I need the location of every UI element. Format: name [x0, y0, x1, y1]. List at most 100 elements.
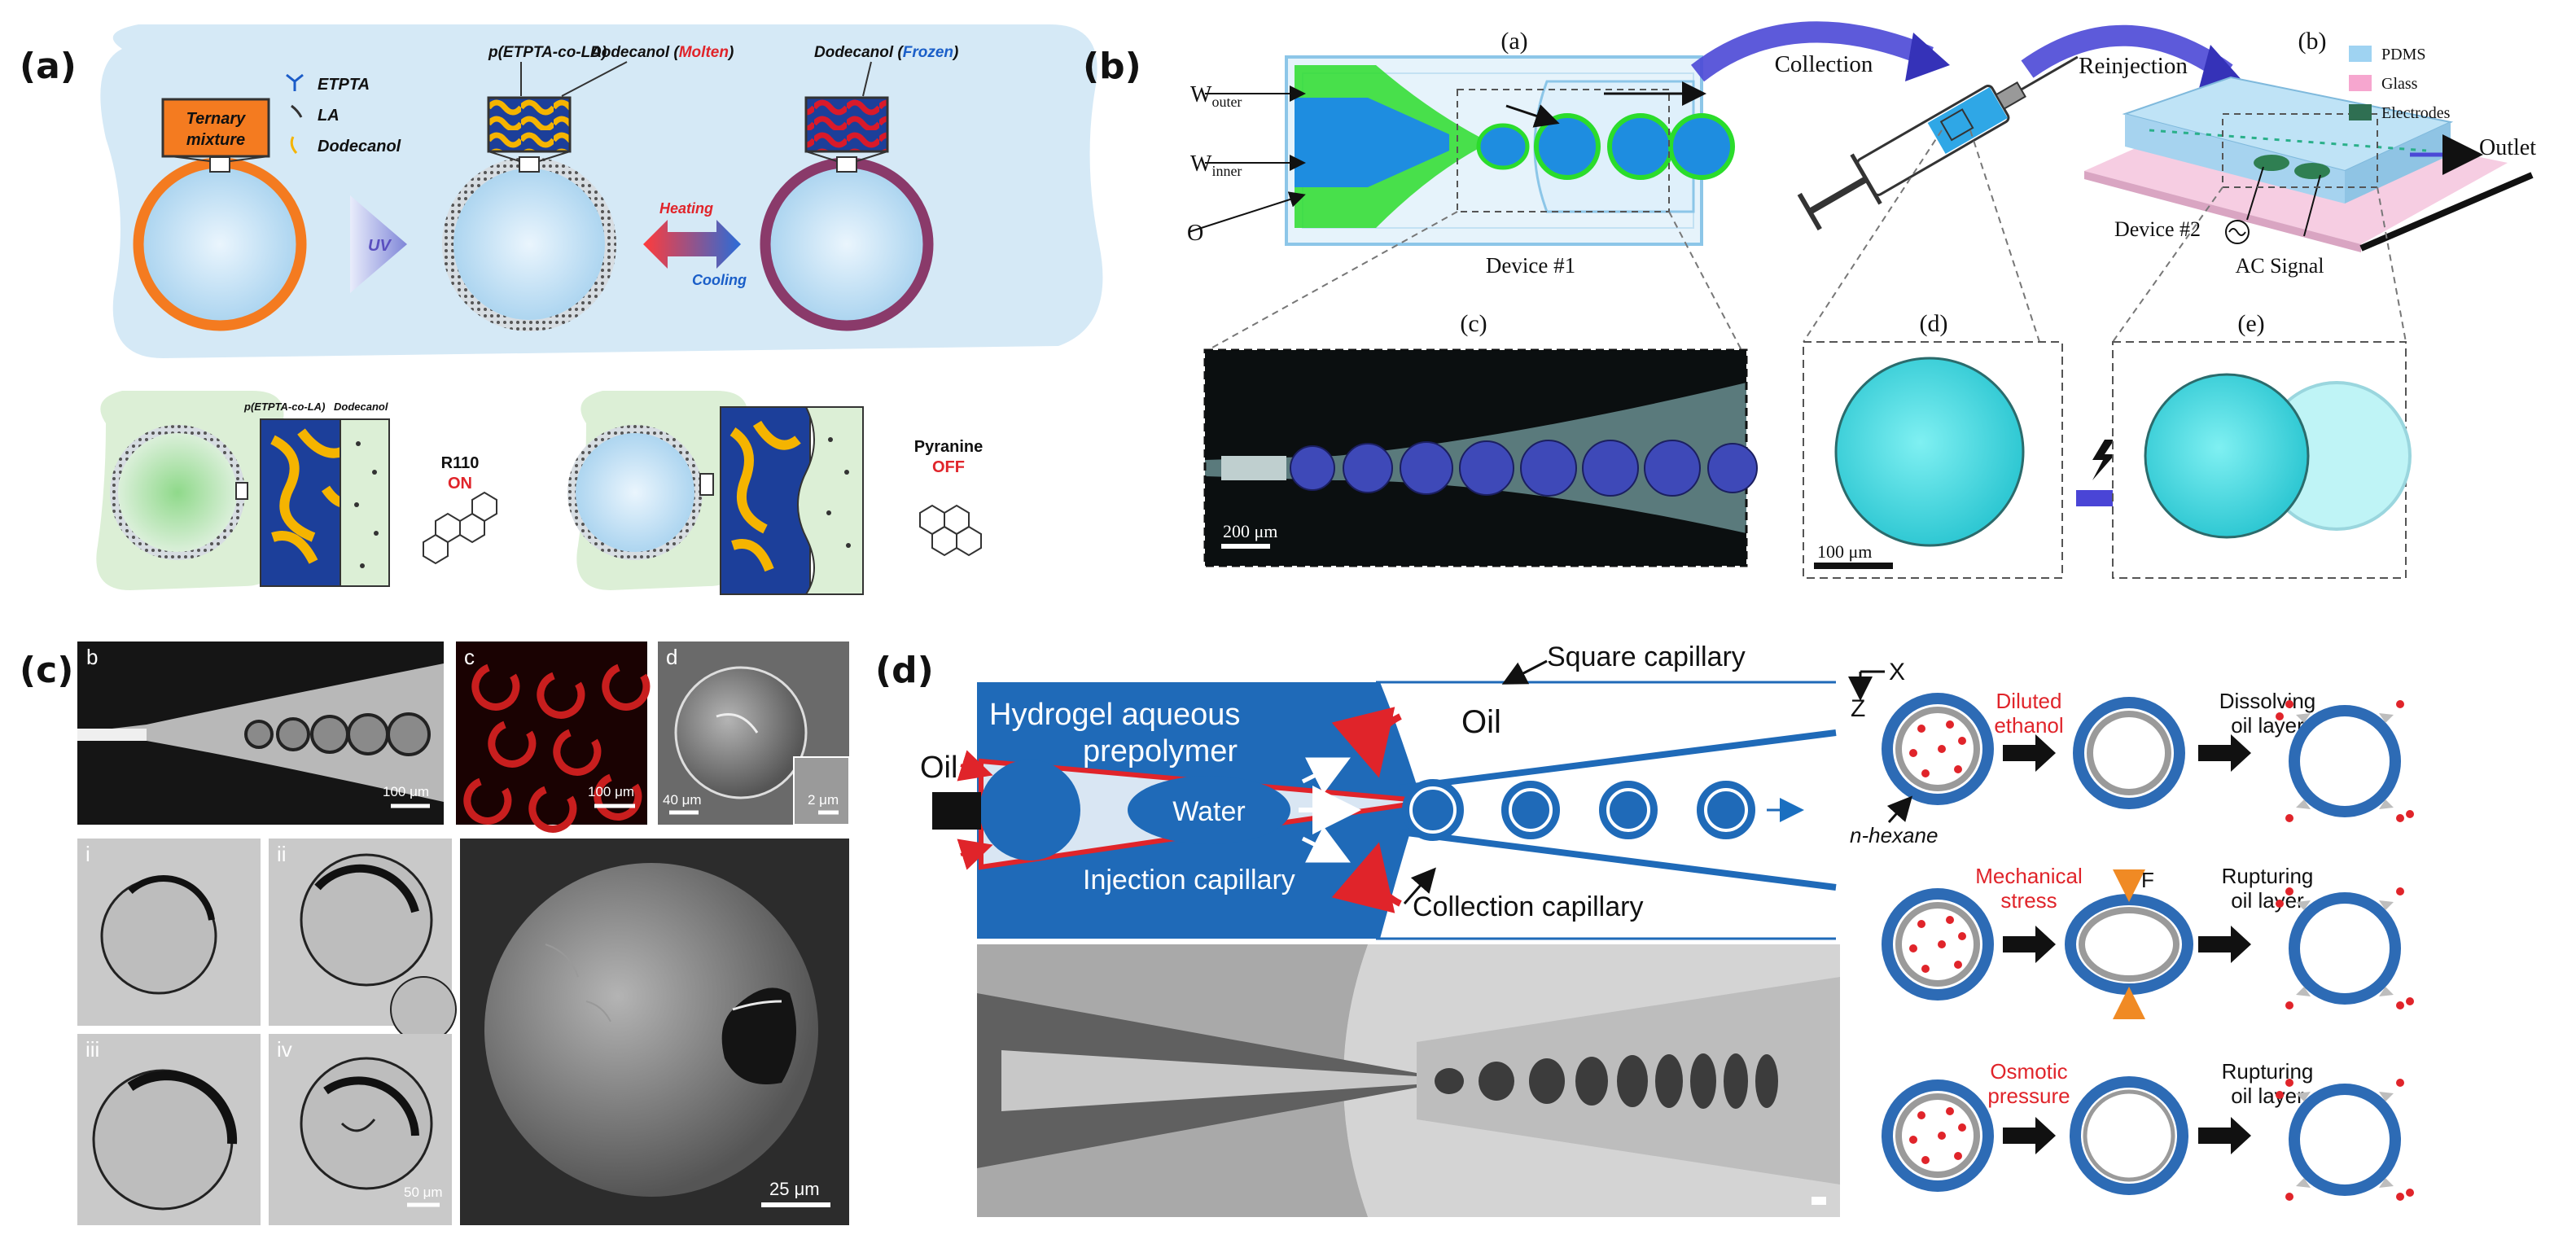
- device-1-label: Device #1: [1486, 253, 1575, 278]
- sub-b-label: (b): [2298, 28, 2327, 55]
- panel-c-c-fluorescence: c 100 μm: [456, 642, 651, 833]
- cooling-label: Cooling: [692, 272, 747, 288]
- reinjection-arrow: Reinjection: [2021, 24, 2243, 91]
- axis-x-label: X: [1889, 659, 1905, 685]
- dodecanol-label-bottom-1: Dodecanol: [334, 401, 388, 413]
- row1-label-1: Diluted: [1996, 689, 2062, 713]
- hydrogel-label-2: prepolymer: [1083, 734, 1238, 769]
- square-capillary-label: Square capillary: [1547, 642, 1746, 672]
- monomer-legend: ETPTA LA Dodecanol: [286, 73, 401, 155]
- row3-label-3: Rupturing: [2222, 1059, 2314, 1084]
- hydrogel-label-1: Hydrogel aqueous: [989, 698, 1240, 732]
- on-label: ON: [448, 475, 472, 493]
- row3-label-1: Osmotic: [1990, 1059, 2067, 1084]
- row2-label-1: Mechanical: [1975, 864, 2083, 888]
- sub-d-label: (d): [1920, 310, 1948, 337]
- row1-label-3: Dissolving: [2219, 689, 2316, 713]
- dodecanol-frozen-label: Dodecanol (Frozen): [814, 44, 958, 61]
- panel-c-b-microchannel: b 100 μm: [77, 642, 444, 825]
- w-outer-label: Wouter: [1190, 82, 1242, 110]
- frozen-structure-box: [804, 96, 889, 153]
- sub-c-label: (c): [1460, 310, 1487, 337]
- panel-d: (d) Water Oil Hydrogel aqueous prepolyme…: [875, 642, 2414, 1217]
- copolymer-label-bottom-1: p(ETPTA-co-LA): [243, 401, 325, 413]
- scale-c: 200 μm: [1223, 521, 1277, 541]
- release-row-ethanol: Diluted ethanol Dissolving oil layer n-h…: [1850, 689, 2414, 847]
- w-inner-label: Winner: [1190, 151, 1242, 179]
- legend-pdms: PDMS: [2381, 46, 2425, 63]
- c-scale-d1: 40 μm: [663, 792, 702, 808]
- axis-z-label: Z: [1851, 695, 1865, 722]
- frozen-capsule: Dodecanol (Frozen): [760, 44, 958, 331]
- legend-electrodes: Electrodes: [2381, 104, 2451, 122]
- dodecanol-molten-label: Dodecanol (Molten): [590, 44, 734, 61]
- c-scale-d2: 2 μm: [808, 792, 839, 808]
- legend-glass: Glass: [2381, 75, 2418, 93]
- uv-arrow: UV: [350, 195, 407, 293]
- row3-label-2: pressure: [1987, 1084, 2070, 1108]
- row1-label-4: oil layer: [2231, 713, 2304, 738]
- panel-b: (b) (a) Wouter Winner O Device #1 Collec…: [1083, 21, 2536, 579]
- heating-cooling-arrow: Heating Cooling: [643, 200, 747, 288]
- c-sub-i: i: [85, 842, 90, 866]
- row3-label-4: oil layer: [2231, 1084, 2304, 1108]
- c-sub-iv: iv: [277, 1037, 292, 1062]
- panel-d-label: (d): [875, 650, 934, 691]
- row2-label-3: Rupturing: [2222, 864, 2314, 888]
- outlet-label: Outlet: [2479, 135, 2536, 160]
- panel-b-micrograph-c: (c) 200 μm: [1203, 310, 1758, 567]
- c-sub-ii: ii: [277, 842, 287, 866]
- collection-arrow: Collection: [1690, 21, 1950, 82]
- panel-c-large-sem: 25 μm: [460, 839, 849, 1225]
- oil-inlet-label: Oil: [920, 751, 957, 785]
- orange-capsule: Ternary mixture: [133, 98, 307, 331]
- ternary-label-2: mixture: [186, 131, 245, 149]
- release-row-mechanical: Mechanical stress F Rupturing oil layer: [1882, 864, 2414, 1019]
- reinjection-label: Reinjection: [2079, 53, 2188, 79]
- ternary-label-1: Ternary: [186, 110, 247, 128]
- etpta-label: ETPTA: [318, 76, 370, 94]
- c-sub-c: c: [464, 645, 475, 669]
- r110-label: R110: [441, 454, 480, 472]
- c-scale-c: 100 μm: [588, 784, 634, 799]
- off-label: OFF: [932, 458, 965, 476]
- r110-structure-icon: [423, 491, 497, 565]
- c-scale-large: 25 μm: [769, 1179, 820, 1199]
- collection-label: Collection: [1775, 51, 1873, 77]
- row2-label-2: stress: [2000, 888, 2057, 913]
- force-label: F: [2141, 868, 2154, 892]
- sub-e-label: (e): [2237, 310, 2264, 337]
- zoom-guide-lines: [1204, 129, 2407, 353]
- row1-label-2: ethanol: [1994, 713, 2063, 738]
- dodecanol-label: Dodecanol: [318, 138, 401, 155]
- water-label: Water: [1172, 796, 1245, 827]
- ternary-mixture-box: [161, 98, 270, 158]
- ac-signal-label: AC Signal: [2235, 254, 2324, 278]
- panel-b-droplet-d: (d) 100 μm: [1803, 310, 2063, 579]
- oil-label: Oil: [1461, 704, 1501, 740]
- c-sub-d: d: [666, 645, 677, 669]
- la-label: LA: [318, 107, 340, 125]
- panel-b-label: (b): [1083, 46, 1141, 87]
- heating-label: Heating: [659, 200, 713, 217]
- panel-d-release-mechanisms: X Z Diluted ethanol Dissolving oil layer…: [1850, 659, 2414, 1201]
- panel-c-d-sem: d 40 μm 2 μm: [658, 642, 850, 825]
- panel-c: (c) b 100 μm c 100 μm d 40 μm 2 μm: [20, 642, 850, 1225]
- pyranine-structure-icon: [919, 504, 982, 557]
- device-2: Outlet Device #2 AC Signal (b): [2084, 28, 2536, 278]
- panel-a: (a) Ternary mixture ETPTA LA Dodecanol U…: [20, 24, 1103, 595]
- panel-d-device-schematic: Water Oil Hydrogel aqueous prepolymer In…: [920, 642, 1840, 940]
- panel-b-droplet-e: (e): [2112, 310, 2412, 579]
- collection-capillary-label: Collection capillary: [1413, 891, 1643, 922]
- panel-d-micrograph: [977, 944, 1840, 1217]
- release-row-osmotic: Osmotic pressure Rupturing oil layer: [1882, 1059, 2414, 1201]
- pyranine-off-example: Pyranine OFF: [567, 391, 983, 595]
- n-hexane-label: n-hexane: [1850, 823, 1938, 847]
- r110-on-example: p(ETPTA-co-LA) Dodecanol R110 ON: [96, 391, 497, 590]
- sub-a-label: (a): [1500, 28, 1527, 55]
- panel-a-label: (a): [20, 46, 77, 87]
- c-scale-b: 100 μm: [383, 784, 429, 799]
- scale-d: 100 μm: [1817, 541, 1872, 562]
